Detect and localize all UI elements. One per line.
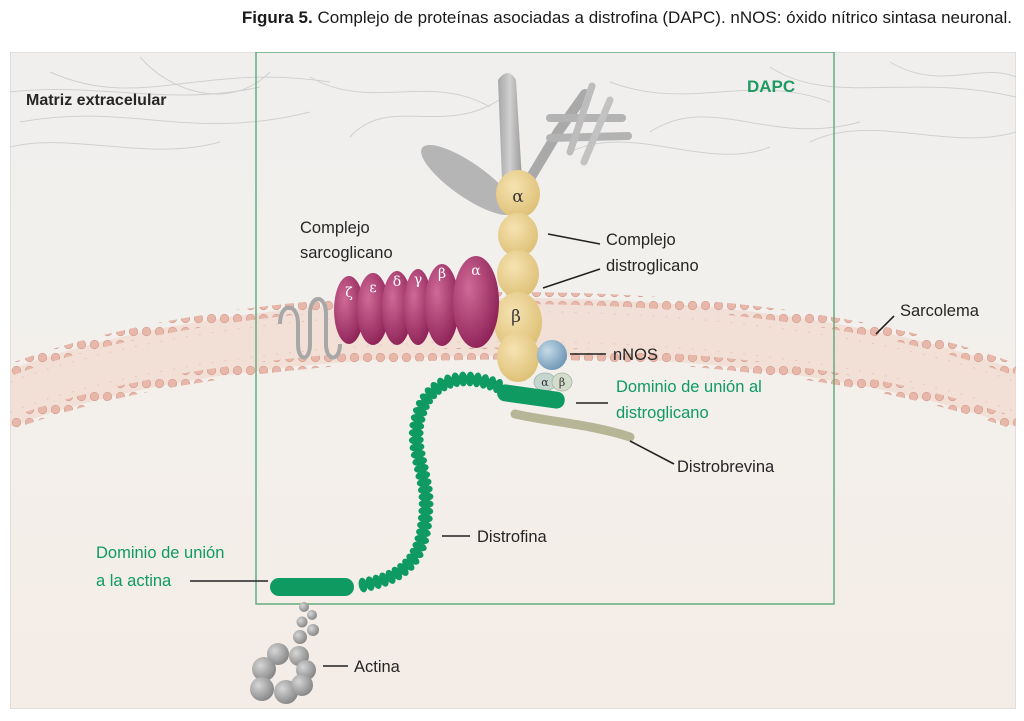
dystroglycan-complex: α β <box>494 170 542 382</box>
actin-binding-label-line1: Dominio de unión <box>96 544 224 562</box>
dystrophin-bead <box>409 442 425 452</box>
sarcolemma-label: Sarcolema <box>900 302 980 320</box>
sarcospan-coil <box>278 297 342 360</box>
dystrophin-bead <box>417 485 433 494</box>
actin-binding-label-line2: a la actina <box>96 572 172 590</box>
laminin-ligand <box>421 73 632 216</box>
syntrophin-alpha: α <box>541 376 549 389</box>
dystrophin-bead <box>479 374 489 389</box>
sarcoglycan-complex: ζ ε δ γ β α <box>334 256 499 348</box>
dystrophin-bead <box>418 492 434 502</box>
matrix-label: Matriz extracelular <box>26 92 167 109</box>
dystrobrevin-shape <box>510 409 635 442</box>
dystrobrevin-label: Distrobrevina <box>677 458 775 476</box>
dystrophin-bead <box>412 406 428 417</box>
sg-delta: δ <box>393 274 401 290</box>
sg-epsilon: ε <box>369 280 376 296</box>
dg-binding-label-line1: Dominio de unión al <box>616 378 762 396</box>
sarcoglycan-label-line2: sarcoglicano <box>300 244 393 262</box>
dystroglycan-label-line1: Complejo <box>606 231 676 249</box>
dystrophin-bead <box>417 521 432 530</box>
figure-caption: Figura 5. Complejo de proteínas asociada… <box>0 8 1012 28</box>
dystrophin-bead <box>451 372 461 388</box>
dystrophin-bead <box>414 463 429 473</box>
dystrophin-bead <box>418 506 434 516</box>
sg-beta: β <box>438 266 446 282</box>
dystrophin-chain <box>358 371 503 593</box>
dystrophin-bead <box>365 576 375 591</box>
dapc-box <box>255 52 835 605</box>
dapc-title: DAPC <box>747 77 795 96</box>
leader-lines <box>190 233 895 667</box>
dystrophin-bead <box>458 371 468 387</box>
dystrophin-bead <box>416 528 431 538</box>
dg-binding-label-line2: distroglicano <box>616 404 709 422</box>
dystrophin-bead <box>358 577 368 593</box>
dystrophin-bead <box>409 421 425 431</box>
dystrophin-bead <box>410 414 426 424</box>
dystrophin-bead <box>416 478 432 487</box>
dystrophin-bead <box>408 435 424 445</box>
dystrophin-bead <box>417 513 433 523</box>
sg-gamma: γ <box>414 272 422 288</box>
dg-beta: β <box>511 307 521 327</box>
extracellular-fibers <box>10 56 1016 155</box>
dg-alpha: α <box>512 187 524 207</box>
dystrophin-bead <box>418 499 434 509</box>
sg-zeta: ζ <box>345 285 353 301</box>
sarcoglycan-label-line1: Complejo <box>300 219 370 237</box>
dystrophin-bead <box>372 574 382 590</box>
actin-label: Actina <box>354 658 401 676</box>
caption-text: Complejo de proteínas asociadas a distro… <box>312 8 1012 27</box>
dapc-diagram: DAPC Matriz extracelular α β ζ ε δ γ <box>10 52 1016 709</box>
dystrophin-bead <box>412 456 427 466</box>
sg-alpha: α <box>471 263 481 279</box>
dystrophin-bead <box>410 449 426 459</box>
nnos-label: nNOS <box>613 346 658 364</box>
actin-binding-domain <box>270 578 354 596</box>
syntrophin-beta: β <box>559 376 565 389</box>
dg-binding-domain <box>497 384 565 409</box>
dystrophin-bead <box>465 371 475 387</box>
actin-filament <box>250 602 319 704</box>
dystrophin-bead <box>408 428 424 438</box>
caption-label: Figura 5. <box>241 8 313 27</box>
dystrophin-label: Distrofina <box>477 528 548 546</box>
dystroglycan-label-line2: distroglicano <box>606 257 699 275</box>
dystrophin-bead <box>415 470 431 480</box>
dystrophin-bead <box>472 372 482 388</box>
